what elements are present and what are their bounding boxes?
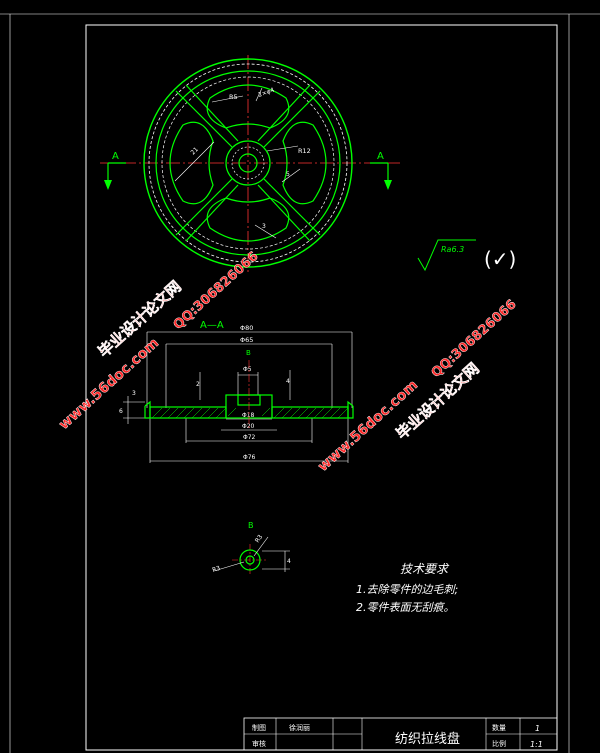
rim-dashed — [148, 63, 348, 263]
dim-phi20: Φ20 — [242, 423, 255, 430]
dim-h3: 3 — [132, 390, 136, 397]
spokes — [175, 84, 321, 242]
tb-scale-value: 1:1 — [530, 740, 543, 749]
tech-item-2: 2.零件表面无刮痕。 — [356, 601, 455, 614]
hub-bore — [238, 153, 258, 173]
dim-h4: 4 — [286, 378, 290, 385]
tb-qty-label: 数量 — [492, 723, 506, 732]
section-title: A—A — [200, 320, 224, 331]
tech-requirements: 技术要求 1.去除零件的边毛刺; 2.零件表面无刮痕。 — [356, 562, 458, 614]
title-block: 制图 徐润丽 审核 纺织拉线盘 数量 1 比例 1:1 — [243, 717, 558, 751]
detail-callout: B — [246, 349, 251, 357]
detail-r3-b: R3 — [254, 533, 264, 544]
tb-scale-label: 比例 — [492, 739, 506, 748]
tb-part-name: 纺织拉线盘 — [395, 731, 460, 747]
tb-drawn-name: 徐润丽 — [289, 723, 310, 732]
detail-4: 4 — [287, 558, 291, 565]
dim-phi72: Φ72 — [243, 434, 256, 441]
tb-check-label: 审核 — [252, 739, 266, 748]
dim-phi76: Φ76 — [243, 454, 256, 461]
watermark-right: QQ:306826066 www.56doc.com 毕业设计论文网 — [315, 297, 520, 475]
dim-3: 3 — [262, 223, 266, 230]
section-arrow-right — [370, 162, 389, 180]
dim-phi65: Φ65 — [240, 336, 253, 344]
inner-rim — [155, 70, 341, 256]
dim-chamfer: 2×φ4 — [257, 87, 275, 99]
top-view: R5 2×φ4 R12 21 5 3 A A — [100, 55, 400, 272]
dim-phi5: Φ5 — [243, 366, 252, 373]
tb-qty-value: 1 — [535, 724, 540, 733]
tech-item-1: 1.去除零件的边毛刺; — [356, 583, 458, 596]
drawing-frame-outer — [85, 24, 558, 751]
dim-phi18: Φ18 — [242, 412, 255, 419]
section-hatching — [151, 407, 349, 419]
detail-r3-a: R3 — [211, 565, 221, 574]
section-mark-left: A — [112, 151, 119, 162]
hub-dashed — [231, 146, 265, 180]
inner-rim-dashed — [161, 76, 335, 250]
detail-label: B — [248, 521, 254, 530]
section-view: A—A Φ80 Φ65 B Φ — [119, 320, 354, 463]
section-dim-lines — [123, 331, 353, 463]
top-view-dim-lines — [174, 87, 301, 239]
section-mark-right: A — [377, 151, 384, 162]
section-arrow-left — [107, 162, 126, 180]
section-arrowhead-left — [104, 180, 112, 190]
roughness-symbol: Ra6.3 (✓) — [417, 239, 516, 272]
dim-r5: R5 — [229, 93, 238, 101]
section-arrowhead-right — [384, 180, 392, 190]
hub-outer — [225, 140, 271, 186]
dim-21: 21 — [189, 146, 199, 156]
watermark-left: 毕业设计论文网 www.56doc.com QQ:306826066 — [56, 249, 262, 433]
detail-view: B R3 R3 4 — [211, 521, 291, 576]
tb-drawn-label: 制图 — [252, 723, 266, 732]
tech-title: 技术要求 — [400, 562, 450, 576]
dim-r12: R12 — [298, 147, 311, 155]
dim-5: 5 — [286, 171, 290, 178]
roughness-value: Ra6.3 — [441, 245, 464, 254]
outer-rim — [143, 58, 353, 268]
dim-phi80: Φ80 — [240, 324, 253, 332]
dim-h6: 6 — [119, 408, 123, 415]
roughness-check: (✓) — [484, 247, 516, 271]
dim-h2: 2 — [196, 381, 200, 388]
